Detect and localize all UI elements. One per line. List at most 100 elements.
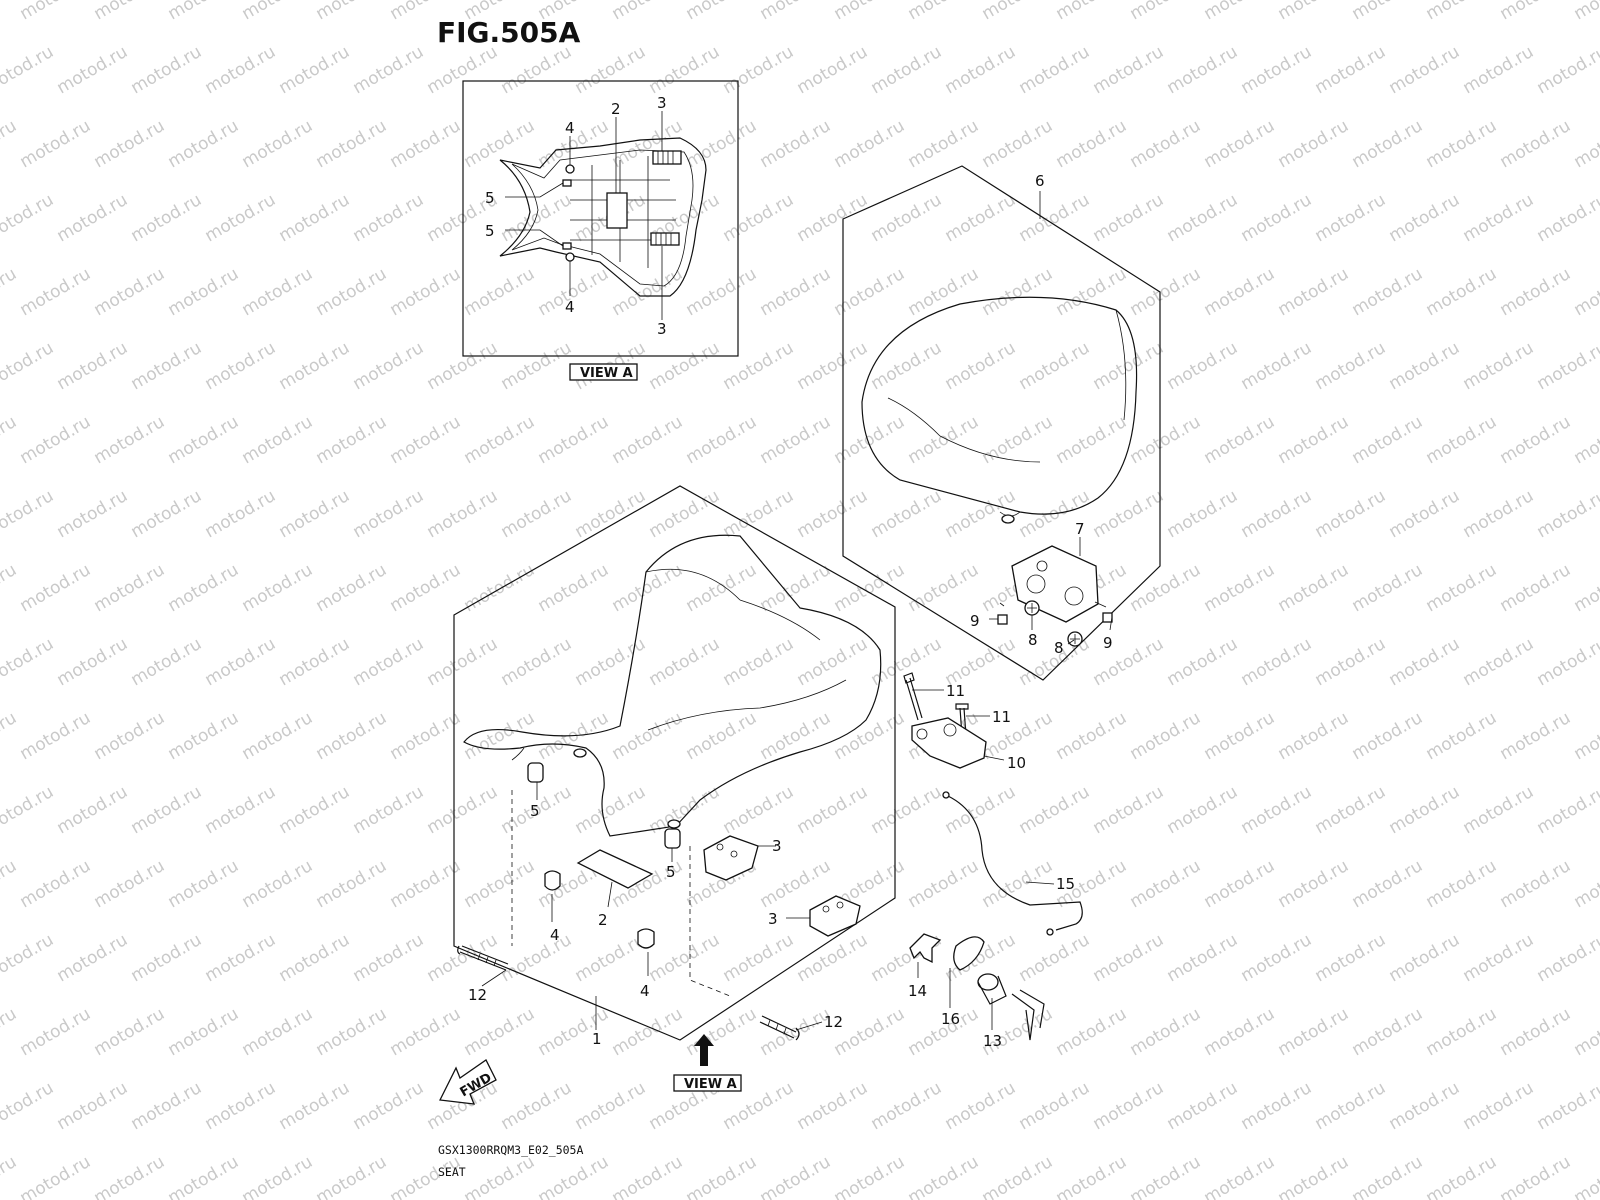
watermark-text: motod.ru <box>720 338 798 394</box>
watermark-text: motod.ru <box>239 1004 317 1060</box>
watermark-text: motod.ru <box>1312 634 1390 690</box>
watermark-text: motod.ru <box>276 930 354 986</box>
watermark-text: motod.ru <box>1127 856 1205 912</box>
part-7-bracket-hole-a <box>1026 574 1046 594</box>
inset-part-3-damper-bottom <box>650 232 680 246</box>
watermark-text: motod.ru <box>1312 338 1390 394</box>
part-2-plate <box>576 849 654 889</box>
watermark-text: motod.ru <box>17 708 95 764</box>
watermark-text: motod.ru <box>424 42 502 98</box>
callout-5-b: 5 <box>666 863 676 881</box>
watermark-text: motod.ru <box>1497 560 1575 616</box>
part-5-pad-a <box>527 762 544 783</box>
callout-12-a: 12 <box>468 986 487 1004</box>
callout-14: 14 <box>908 982 927 1000</box>
watermark-text: motod.ru <box>683 0 761 24</box>
front-group-dashed-leaders <box>511 790 731 997</box>
watermark-text: motod.ru <box>1460 190 1538 246</box>
part-3-damper-b <box>809 895 861 937</box>
watermark-text: motod.ru <box>91 1152 169 1200</box>
watermark-text: motod.ru <box>54 486 132 542</box>
watermark-text: motod.ru <box>683 116 761 172</box>
watermark-text: motod.ru <box>1164 190 1242 246</box>
rear-seat-group-frame <box>842 165 1161 681</box>
watermark-text: motod.ru <box>905 560 983 616</box>
watermark-text: motod.ru <box>646 634 724 690</box>
watermark-text: motod.ru <box>646 42 724 98</box>
watermark-text: motod.ru <box>1164 634 1242 690</box>
watermark-text: motod.ru <box>498 42 576 98</box>
watermark-text: motod.ru <box>1238 930 1316 986</box>
watermark-text: motod.ru <box>1534 1078 1600 1134</box>
watermark-text: motod.ru <box>0 634 57 690</box>
watermark-text: motod.ru <box>461 856 539 912</box>
inset-part-2-label-plate <box>606 192 628 229</box>
watermark-text: motod.ru <box>757 708 835 764</box>
watermark-text: motod.ru <box>0 1004 20 1060</box>
callout-11-a: 11 <box>946 682 965 700</box>
watermark-text: motod.ru <box>1571 116 1600 172</box>
watermark-text: motod.ru <box>1053 116 1131 172</box>
watermark-text: motod.ru <box>1016 42 1094 98</box>
watermark-text: motod.ru <box>350 486 428 542</box>
watermark-text: motod.ru <box>1312 1078 1390 1134</box>
watermark-text: motod.ru <box>17 1152 95 1200</box>
watermark-text: motod.ru <box>350 1078 428 1134</box>
watermark-text: motod.ru <box>0 0 20 24</box>
part-3-damper-b-hole-1 <box>822 905 830 913</box>
callout-1: 1 <box>592 1030 602 1048</box>
watermark-text: motod.ru <box>609 560 687 616</box>
watermark-text: motod.ru <box>313 856 391 912</box>
watermark-text: motod.ru <box>1497 1004 1575 1060</box>
watermark-text: motod.ru <box>979 412 1057 468</box>
watermark-text: motod.ru <box>1238 42 1316 98</box>
callout-inset-5-top: 5 <box>485 189 495 207</box>
watermark-text: motod.ru <box>165 1004 243 1060</box>
watermark-text: motod.ru <box>1497 0 1575 24</box>
watermark-text: motod.ru <box>387 856 465 912</box>
watermark-text: motod.ru <box>979 116 1057 172</box>
part-4-cushion-a <box>544 870 561 891</box>
watermark-text: motod.ru <box>572 634 650 690</box>
watermark-text: motod.ru <box>1275 116 1353 172</box>
watermark-text: motod.ru <box>683 412 761 468</box>
watermark-text: motod.ru <box>1090 190 1168 246</box>
part-12-bolt-b-thread <box>767 1019 787 1035</box>
watermark-text: motod.ru <box>1571 0 1600 24</box>
watermark-text: motod.ru <box>0 264 20 320</box>
watermark-text: motod.ru <box>461 560 539 616</box>
inset-part-4-cushion-top <box>565 164 575 174</box>
watermark-text: motod.ru <box>1090 782 1168 838</box>
watermark-text: motod.ru <box>91 116 169 172</box>
watermark-text: motod.ru <box>1423 264 1501 320</box>
watermark-text: motod.ru <box>276 42 354 98</box>
watermark-text: motod.ru <box>1386 486 1464 542</box>
watermark-text: motod.ru <box>128 1078 206 1134</box>
watermark-text: motod.ru <box>54 782 132 838</box>
callout-inset-4-bottom: 4 <box>565 298 575 316</box>
watermark-text: motod.ru <box>1534 634 1600 690</box>
watermark-text: motod.ru <box>1349 1152 1427 1200</box>
watermark-text: motod.ru <box>17 264 95 320</box>
watermark-text: motod.ru <box>1349 1004 1427 1060</box>
watermark-text: motod.ru <box>794 930 872 986</box>
watermark-text: motod.ru <box>91 560 169 616</box>
seat-underside-inner <box>511 149 694 287</box>
callout-11-b: 11 <box>992 708 1011 726</box>
watermark-text: motod.ru <box>498 190 576 246</box>
watermark-text: motod.ru <box>239 1152 317 1200</box>
watermark-text: motod.ru <box>1275 560 1353 616</box>
watermark-text: motod.ru <box>1534 782 1600 838</box>
watermark-text: motod.ru <box>0 116 20 172</box>
watermark-text: motod.ru <box>831 560 909 616</box>
watermark-text: motod.ru <box>1349 116 1427 172</box>
watermark-text: motod.ru <box>757 264 835 320</box>
watermark-text: motod.ru <box>1423 560 1501 616</box>
watermark-text: motod.ru <box>1164 1078 1242 1134</box>
watermark-text: motod.ru <box>54 190 132 246</box>
watermark-text: motod.ru <box>1016 338 1094 394</box>
watermark-text: motod.ru <box>1386 338 1464 394</box>
part-4-cushion-b <box>637 928 655 949</box>
